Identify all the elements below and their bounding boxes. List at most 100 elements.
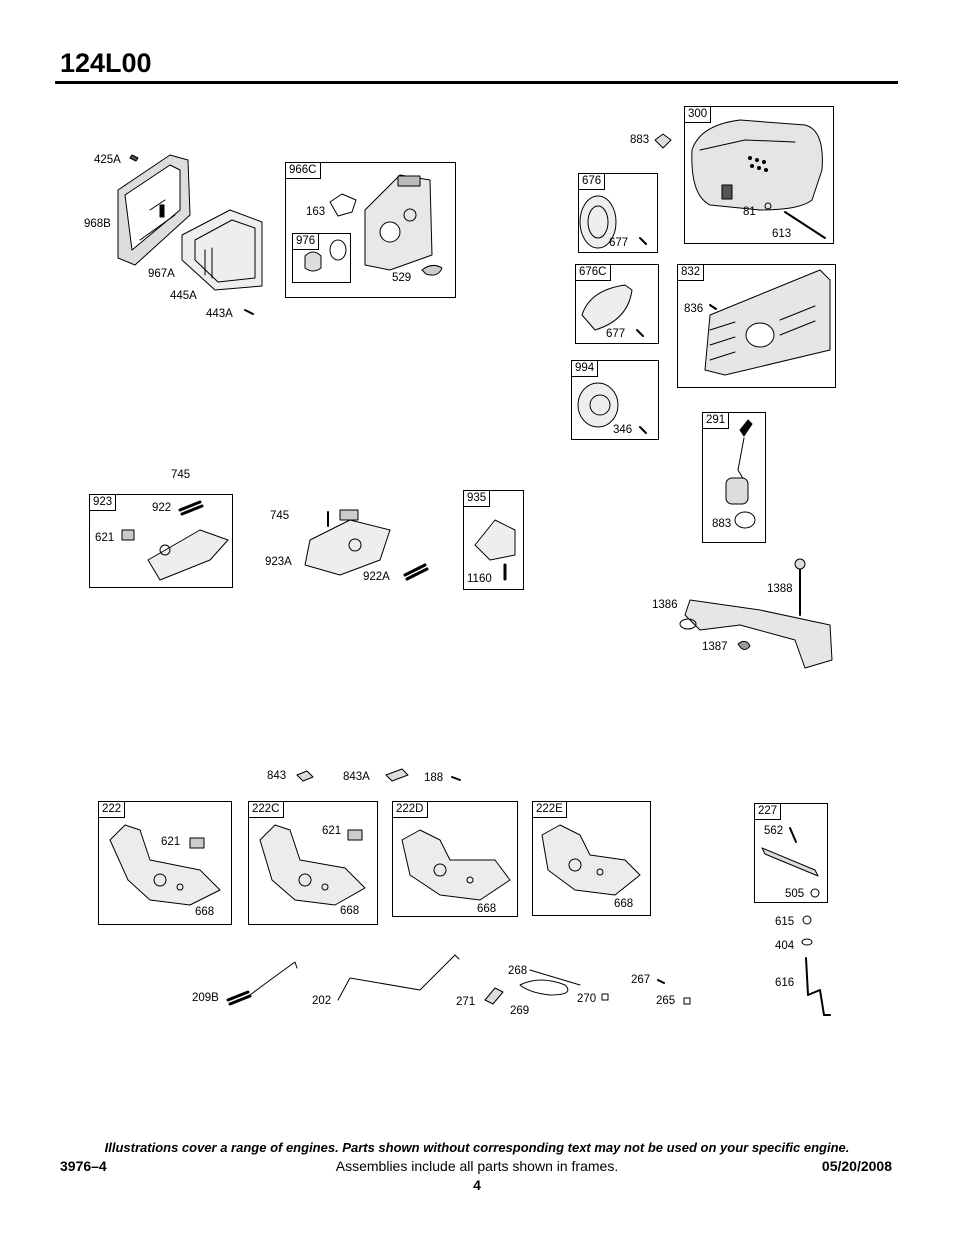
muffler-832-drawing <box>704 269 831 376</box>
muffler-drawing <box>654 119 826 239</box>
part-label: 202 <box>312 995 332 1007</box>
frame-222E: 222E <box>532 801 651 916</box>
part-label: 621 <box>161 836 181 848</box>
frame-832: 832 <box>677 264 836 388</box>
part-label: 505 <box>785 888 805 900</box>
frame-300: 300 <box>684 106 834 244</box>
primer-bulb-drawing <box>304 239 347 272</box>
frame-222D: 222D <box>392 801 518 917</box>
part-label: 922 <box>152 502 172 514</box>
part-label: 267 <box>631 974 651 986</box>
air-cleaner-base-drawing <box>117 154 191 266</box>
part-label: 883 <box>712 518 732 530</box>
linkage-row-drawing <box>226 954 691 1006</box>
part-label: 677 <box>606 328 626 340</box>
part-label: 163 <box>306 206 326 218</box>
part-label: 445A <box>170 290 197 302</box>
governor-control-935-drawing <box>474 519 516 581</box>
part-label: 923A <box>265 556 292 568</box>
muffler-guard-994-drawing <box>577 382 647 434</box>
spark-arrester-drawing <box>725 419 756 529</box>
part-label: 967A <box>148 268 175 280</box>
frame-label: 976 <box>292 233 320 250</box>
air-filter-drawing <box>181 209 263 315</box>
part-label: 843 <box>267 770 287 782</box>
part-label: 1387 <box>702 641 728 653</box>
frame-966C: 966C <box>285 162 456 298</box>
frame-222: 222 <box>98 801 232 925</box>
part-label: 529 <box>392 272 412 284</box>
part-label: 425A <box>94 154 121 166</box>
muffler-guard-676C-drawing <box>581 284 644 337</box>
part-label: 668 <box>614 898 634 910</box>
part-label: 745 <box>171 469 191 481</box>
part-label: 81 <box>743 206 756 218</box>
frame-label: 832 <box>677 264 705 281</box>
part-label: 677 <box>609 237 629 249</box>
assembly-note: Assemblies include all parts shown in fr… <box>335 1158 619 1174</box>
part-label: 1160 <box>467 573 492 585</box>
part-label: 1388 <box>767 583 793 595</box>
page-date: 05/20/2008 <box>821 1158 892 1174</box>
frame-label: 966C <box>285 162 321 179</box>
part-label: 836 <box>684 303 704 315</box>
part-label: 271 <box>456 996 476 1008</box>
frame-label: 222C <box>248 801 284 818</box>
frame-676C: 676C <box>575 264 659 344</box>
part-label: 269 <box>510 1005 530 1017</box>
small-parts-row-drawing <box>296 768 461 782</box>
frame-222C: 222C <box>248 801 378 925</box>
governor-control-923-drawing <box>121 500 229 581</box>
part-label: 443A <box>206 308 233 320</box>
part-label: 745 <box>270 510 290 522</box>
frame-label: 227 <box>754 803 782 820</box>
governor-control-923A-drawing <box>304 509 429 581</box>
part-label: 346 <box>613 424 633 436</box>
model-title: 124L00 <box>60 48 152 78</box>
part-label: 1386 <box>652 599 678 611</box>
frame-label: 923 <box>89 494 117 511</box>
part-label: 616 <box>775 977 795 989</box>
frame-label: 676 <box>578 173 606 190</box>
part-label: 562 <box>764 825 784 837</box>
part-label: 615 <box>775 916 795 928</box>
frame-label: 935 <box>463 490 491 507</box>
part-label: 621 <box>95 532 115 544</box>
frame-976: 976 <box>292 233 351 283</box>
control-bracket-222-drawing <box>109 824 221 906</box>
part-label: 668 <box>477 903 497 915</box>
part-label: 843A <box>343 771 370 783</box>
part-label: 613 <box>772 228 792 240</box>
frame-label: 291 <box>702 412 730 429</box>
frame-label: 222 <box>98 801 126 818</box>
right-column-parts-drawing <box>801 915 831 1016</box>
document-number: 3976–4 <box>60 1158 107 1174</box>
page-number: 4 <box>473 1177 481 1193</box>
part-label: 270 <box>577 993 597 1005</box>
title-rule <box>55 81 898 84</box>
frame-676: 676 <box>578 173 658 253</box>
part-label: 265 <box>656 995 676 1007</box>
frame-label: 222D <box>392 801 428 818</box>
part-label: 188 <box>424 772 444 784</box>
frame-label: 222E <box>532 801 567 818</box>
carburetor-drawing <box>329 174 443 276</box>
lever-227-drawing <box>761 827 820 898</box>
part-label: 922A <box>363 571 390 583</box>
part-label: 668 <box>195 906 215 918</box>
frame-label: 300 <box>684 106 712 123</box>
part-label: 404 <box>775 940 795 952</box>
disclaimer-note: Illustrations cover a range of engines. … <box>104 1140 850 1155</box>
frame-935: 935 <box>463 490 524 590</box>
frame-923: 923 <box>89 494 233 588</box>
control-bracket-222E-drawing <box>541 824 641 896</box>
control-bracket-222D-drawing <box>401 829 511 901</box>
frame-994: 994 <box>571 360 659 440</box>
part-label: 668 <box>340 905 360 917</box>
frame-label: 994 <box>571 360 599 377</box>
choke-bracket-drawing <box>679 558 833 669</box>
part-label: 268 <box>508 965 528 977</box>
part-label: 968B <box>84 218 111 230</box>
part-label: 621 <box>322 825 342 837</box>
